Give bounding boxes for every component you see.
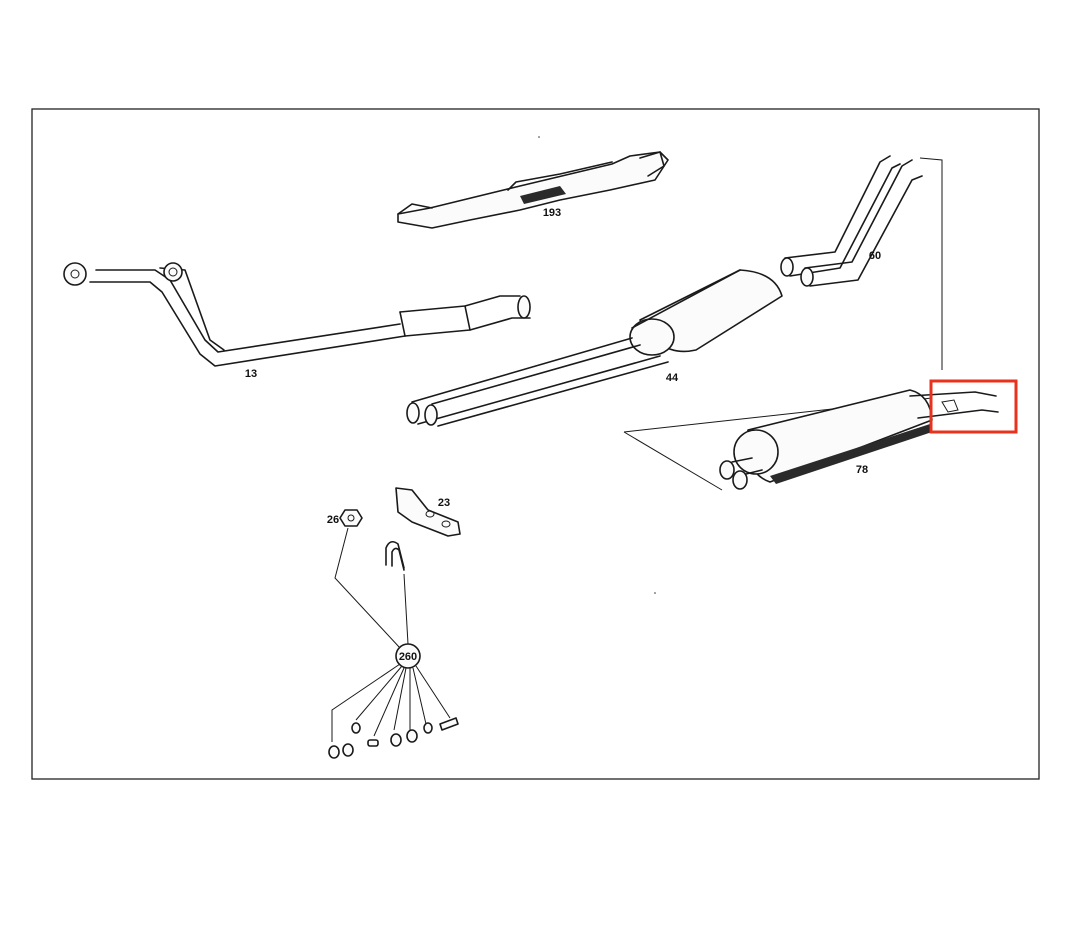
- diagram-frame: [31, 108, 1040, 780]
- rear-muffler-part[interactable]: [623, 389, 999, 491]
- hardware-set-part[interactable]: [328, 527, 459, 759]
- nut-part[interactable]: [339, 509, 363, 527]
- label-26: 26: [327, 514, 339, 526]
- label-60: 60: [869, 250, 881, 262]
- heat-shield-part[interactable]: [397, 151, 669, 229]
- label-44: 44: [666, 372, 679, 384]
- front-pipe-part[interactable]: [63, 262, 531, 367]
- highlight-box: [929, 379, 1018, 434]
- label-78: 78: [856, 464, 868, 476]
- label-13: 13: [245, 368, 257, 380]
- speck: [654, 592, 656, 594]
- label-23: 23: [438, 497, 450, 509]
- front-muffler-part[interactable]: [406, 269, 783, 427]
- label-193: 193: [543, 207, 561, 219]
- u-clip-part[interactable]: [385, 540, 405, 571]
- speck: [538, 136, 540, 138]
- tail-pipes-part[interactable]: [780, 155, 943, 370]
- bracket-part[interactable]: [395, 487, 461, 537]
- label-260: 260: [399, 651, 417, 663]
